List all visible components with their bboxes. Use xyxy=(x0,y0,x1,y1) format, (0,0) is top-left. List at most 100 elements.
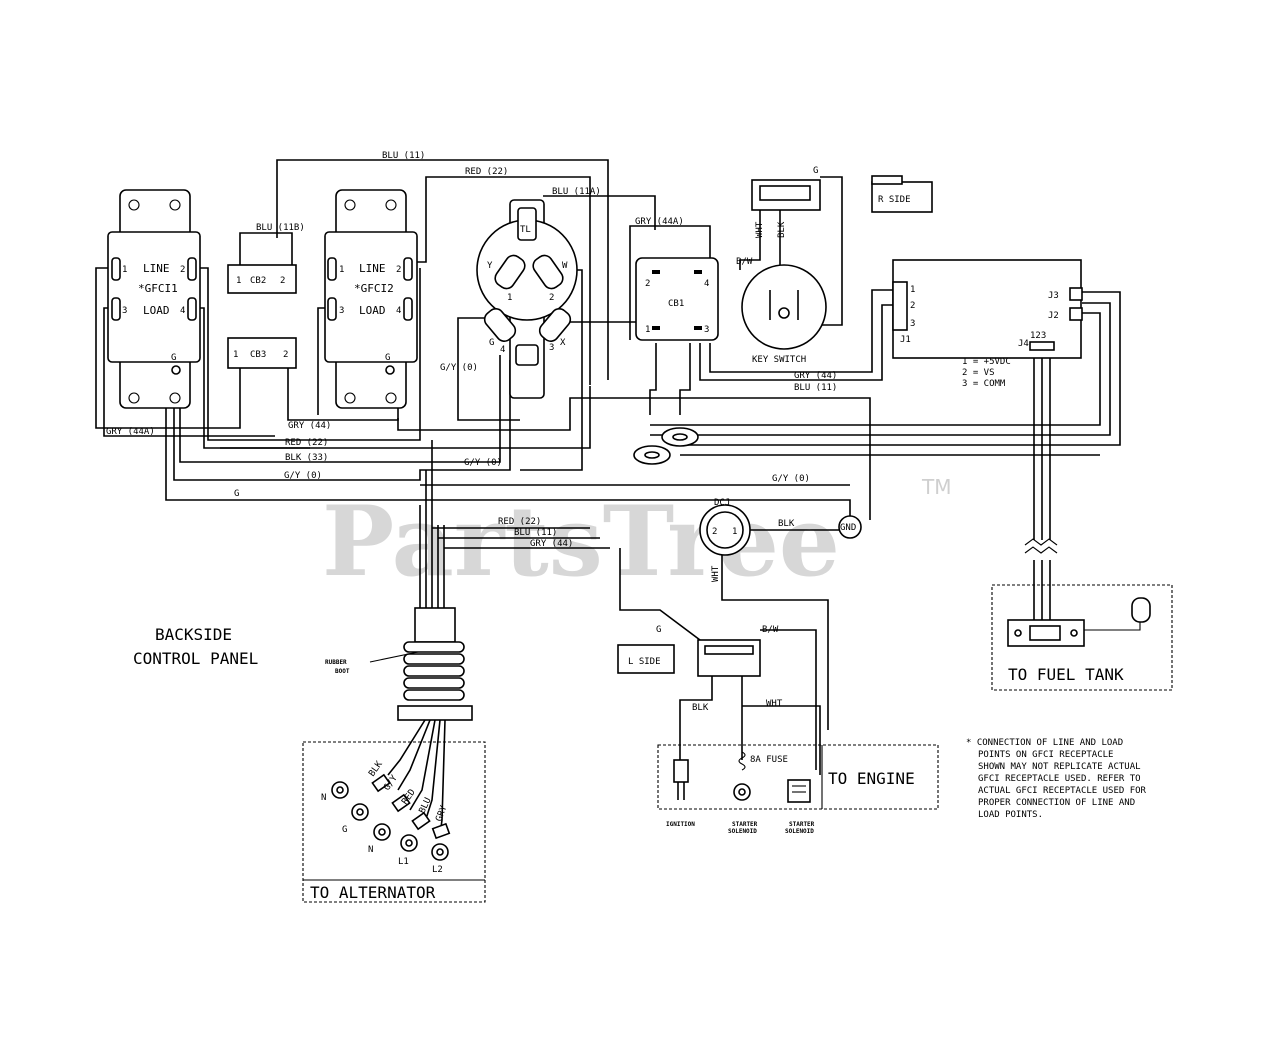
cb2-t1: 1 xyxy=(236,276,241,286)
fuel-tank-box: TO FUEL TANK xyxy=(991,538,1173,691)
module-p2: 2 xyxy=(910,301,915,311)
engine-box: TO ENGINE IGNITION STARTER SOLENOID STAR… xyxy=(657,744,939,835)
tl-n3: 3 xyxy=(549,343,554,353)
engine-term-starter2-b: SOLENOID xyxy=(785,828,814,835)
note-line-3: SHOWN MAY NOT REPLICATE ACTUAL xyxy=(978,762,1141,772)
gfci2-load-label: LOAD xyxy=(359,304,386,317)
wire-red22-bundle: RED (22) xyxy=(498,517,541,527)
wire-blu11-top: BLU (11) xyxy=(382,151,425,161)
wire-gy0-mid: G/Y (0) xyxy=(284,471,322,481)
wire-blk-dcj: BLK xyxy=(778,519,795,529)
engine-term-ignition: IGNITION xyxy=(666,821,695,828)
dcj-p1: 1 xyxy=(732,527,737,537)
key-switch-label: KEY SWITCH xyxy=(752,355,806,365)
note-line-7: LOAD POINTS. xyxy=(978,810,1043,820)
tl-y: Y xyxy=(487,261,493,271)
tl-w: W xyxy=(562,261,568,271)
gfci2-t2: 2 xyxy=(396,265,401,275)
rubber-boot: RUBBER BOOT xyxy=(325,607,473,836)
tl-n1: 1 xyxy=(507,293,512,303)
wire-gry44a-top: GRY (44A) xyxy=(635,217,684,227)
gfci-receptacle-2: LINE *GFCI2 LOAD 1 2 3 4 G xyxy=(324,189,418,409)
cb1-t4: 4 xyxy=(704,279,709,289)
wire-gy0-gnd: G/Y (0) xyxy=(772,474,810,484)
ks-bw: B/W xyxy=(736,257,753,267)
module-j1: J1 xyxy=(900,335,911,345)
backside-line-1: BACKSIDE xyxy=(155,625,232,644)
cb1-t1: 1 xyxy=(645,325,650,335)
cb1-t3: 3 xyxy=(704,325,709,335)
gfci2-line-label: LINE xyxy=(359,262,386,275)
wire-gry44-mid: GRY (44) xyxy=(288,421,331,431)
rubber-boot-label-1: RUBBER xyxy=(325,659,347,666)
alt-term-n1: N xyxy=(321,793,326,803)
gfci1-name: *GFCI1 xyxy=(138,282,178,295)
module-p3: 3 xyxy=(910,319,915,329)
gnd-label: GND xyxy=(840,523,856,533)
r-side-connector: R SIDE xyxy=(871,175,933,213)
module-j4: J4 xyxy=(1018,339,1029,349)
ks-blk: BLK xyxy=(777,221,787,238)
gfci1-t4: 4 xyxy=(180,306,185,316)
ferrite-rings xyxy=(633,427,699,465)
alt-wire-red: RED xyxy=(400,788,418,807)
wire-wht-engine: WHT xyxy=(766,699,783,709)
wire-gy0-tl: G/Y (0) xyxy=(440,363,478,373)
wire-blu11-bundle: BLU (11) xyxy=(514,528,557,538)
tl-x: X xyxy=(560,338,566,348)
wire-g-lside: G xyxy=(656,625,661,635)
key-switch: G WHT BLK B/W KEY SWITCH xyxy=(736,166,827,365)
note-line-4: GFCI RECEPTACLE USED. REFER TO xyxy=(978,774,1141,784)
tl-g: G xyxy=(489,338,494,348)
wire-gry44-bundle: GRY (44) xyxy=(530,539,573,549)
module-j2: J2 xyxy=(1048,311,1059,321)
wire-labels: BLU (11) RED (22) BLU (11A) BLU (11B) GR… xyxy=(106,151,837,765)
gfci-receptacle-1: LINE *GFCI1 LOAD 1 2 3 4 G xyxy=(107,189,201,409)
wire-blk-engine: BLK xyxy=(692,703,709,713)
wire-red22-top: RED (22) xyxy=(465,167,508,177)
ground-terminal: GND xyxy=(838,515,862,539)
gfci1-t3: 3 xyxy=(122,306,127,316)
r-side-label: R SIDE xyxy=(878,195,911,205)
circuit-breaker-cb3: 1 CB3 2 xyxy=(227,337,297,369)
gfci1-t1: 1 xyxy=(122,265,127,275)
watermark-brand: PartsTree xyxy=(322,485,840,598)
gfci1-t2: 2 xyxy=(180,265,185,275)
module-legend-3: 3 = COMM xyxy=(962,379,1006,389)
dc-jack: DCJ 2 1 xyxy=(699,498,751,556)
gfci2-t1: 1 xyxy=(339,265,344,275)
wire-blu11-right: BLU (11) xyxy=(794,383,837,393)
l-side-label: L SIDE xyxy=(628,657,661,667)
note-line-6: PROPER CONNECTION OF LINE AND xyxy=(978,798,1135,808)
to-engine-label: TO ENGINE xyxy=(828,769,915,788)
wire-red22-mid: RED (22) xyxy=(285,438,328,448)
module-legend-1: 1 = +5VDC xyxy=(962,357,1011,367)
tl-n4: 4 xyxy=(500,345,505,355)
wire-blu11b: BLU (11B) xyxy=(256,223,305,233)
module-legend-2: 2 = VS xyxy=(962,368,995,378)
alt-wire-gry: GRY xyxy=(434,804,449,823)
gfci2-g: G xyxy=(385,353,390,363)
engine-term-starter2-a: STARTER xyxy=(789,821,815,828)
cb3-t1: 1 xyxy=(233,350,238,360)
wire-gry44-right: GRY (44) xyxy=(794,371,837,381)
wire-blu11a: BLU (11A) xyxy=(552,187,601,197)
ks-wht: WHT xyxy=(755,221,765,238)
tl-label: TL xyxy=(520,225,531,235)
watermark-tm: TM xyxy=(921,475,951,499)
module-j4-pins: 123 xyxy=(1030,331,1046,341)
dcj-p2: 2 xyxy=(712,527,717,537)
gfci2-t4: 4 xyxy=(396,306,401,316)
circuit-breaker-cb2: 1 CB2 2 xyxy=(227,264,297,294)
ks-g: G xyxy=(813,166,818,176)
wire-gy0-center: G/Y (0) xyxy=(464,458,502,468)
note-line-5: ACTUAL GFCI RECEPTACLE USED FOR xyxy=(978,786,1147,796)
module-p1: 1 xyxy=(910,285,915,295)
to-fuel-tank-label: TO FUEL TANK xyxy=(1008,665,1124,684)
alt-term-g: G xyxy=(342,825,347,835)
engine-term-starter1-b: SOLENOID xyxy=(728,828,757,835)
cb1-t2: 2 xyxy=(645,279,650,289)
l-side-connector: L SIDE xyxy=(617,639,761,677)
twist-lock-receptacle: TL Y W G X 1 2 3 4 xyxy=(476,199,578,399)
